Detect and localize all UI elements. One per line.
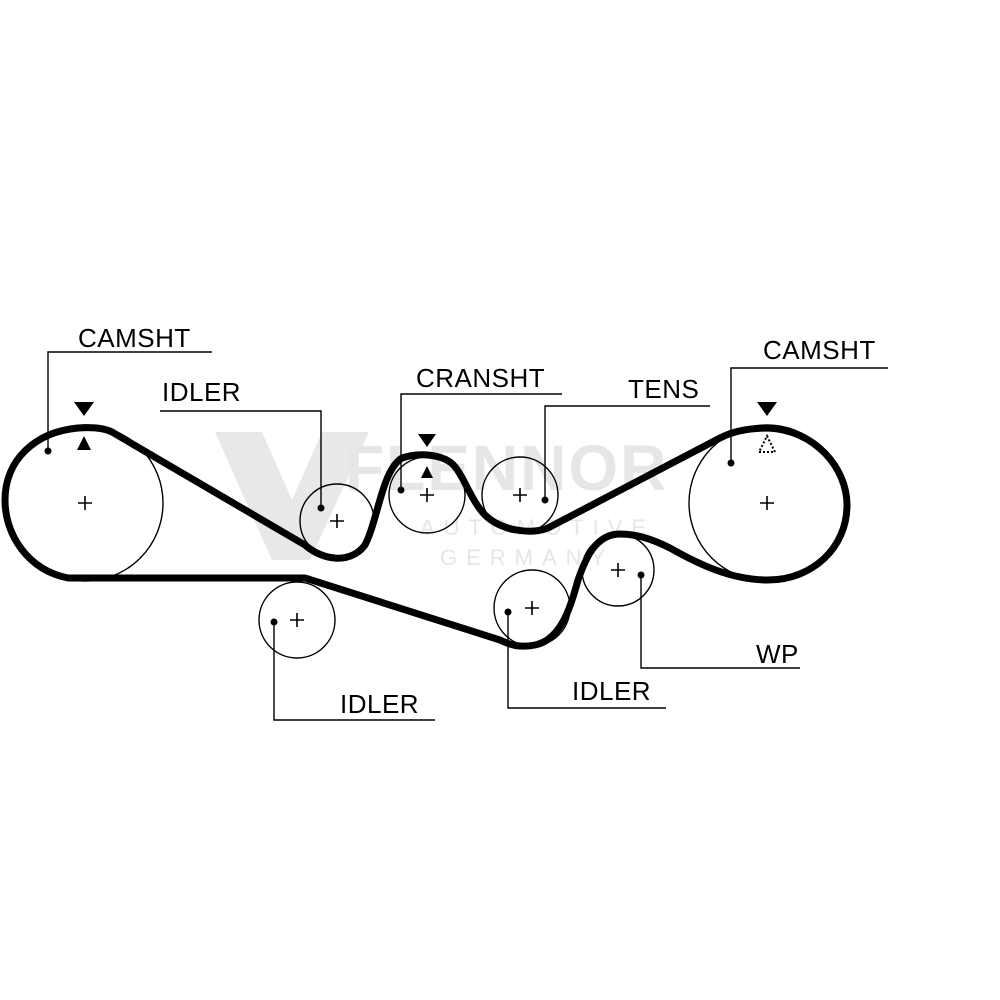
camshaft-right-label: CAMSHT [763, 335, 876, 365]
camshaft-right-center [760, 496, 774, 510]
idler-lower-left-leader [273, 622, 435, 721]
timing-belt [1, 424, 851, 650]
idler-lower-left-dot [270, 618, 278, 626]
water-pump-label: WP [756, 639, 799, 669]
idler-lower-mid-dot [504, 608, 512, 616]
camshaft-right-mark-up-icon [757, 433, 777, 453]
tensioner-dot [541, 496, 549, 504]
idler-upper-label: IDLER [162, 377, 241, 407]
crankshaft-leader [400, 393, 562, 490]
tensioner-label: TENS [628, 374, 699, 404]
tensioner-leader [544, 405, 710, 500]
camshaft-right-dot [727, 459, 735, 467]
camshaft-left-label: CAMSHT [78, 323, 191, 353]
idler-lower-left-label: IDLER [340, 689, 419, 719]
water-pump-center [611, 563, 625, 577]
idler-lower-left-center [290, 613, 304, 627]
idler-lower-mid-center [525, 601, 539, 615]
camshaft-left-dot [44, 447, 52, 455]
crankshaft-mark-up-icon [421, 466, 433, 478]
idler-upper-leader [160, 410, 322, 508]
watermark-line2: GERMANY [440, 545, 614, 570]
center-marks [78, 488, 774, 627]
camshaft-left-leader [47, 351, 212, 451]
watermark: FLENNOR AUTOMOTIVE GERMANY [215, 432, 666, 570]
crankshaft-center [420, 488, 434, 502]
idler-lower-mid-label: IDLER [572, 676, 651, 706]
idler-upper-center [330, 514, 344, 528]
camshaft-left-mark-up-icon [77, 436, 91, 450]
watermark-logo-mark [215, 432, 369, 560]
idler-lower-left-pulley [258, 581, 336, 659]
tensioner-center [513, 488, 527, 502]
camshaft-left-mark-down-icon [74, 402, 94, 416]
labels: CAMSHT IDLER CRANSHT TENS CAMSHT WP IDLE… [78, 323, 876, 719]
water-pump-dot [637, 571, 645, 579]
leaders [44, 351, 888, 721]
crankshaft-label: CRANSHT [416, 363, 545, 393]
camshaft-left-center [78, 496, 92, 510]
water-pump-leader [640, 575, 800, 669]
camshaft-right-leader [730, 367, 888, 463]
idler-upper-dot [317, 504, 325, 512]
crankshaft-mark-down-icon [418, 434, 436, 447]
idler-lower-mid-leader [507, 612, 666, 709]
crankshaft-dot [397, 486, 405, 494]
timing-marks [74, 402, 777, 478]
camshaft-right-mark-down-icon [757, 402, 777, 416]
